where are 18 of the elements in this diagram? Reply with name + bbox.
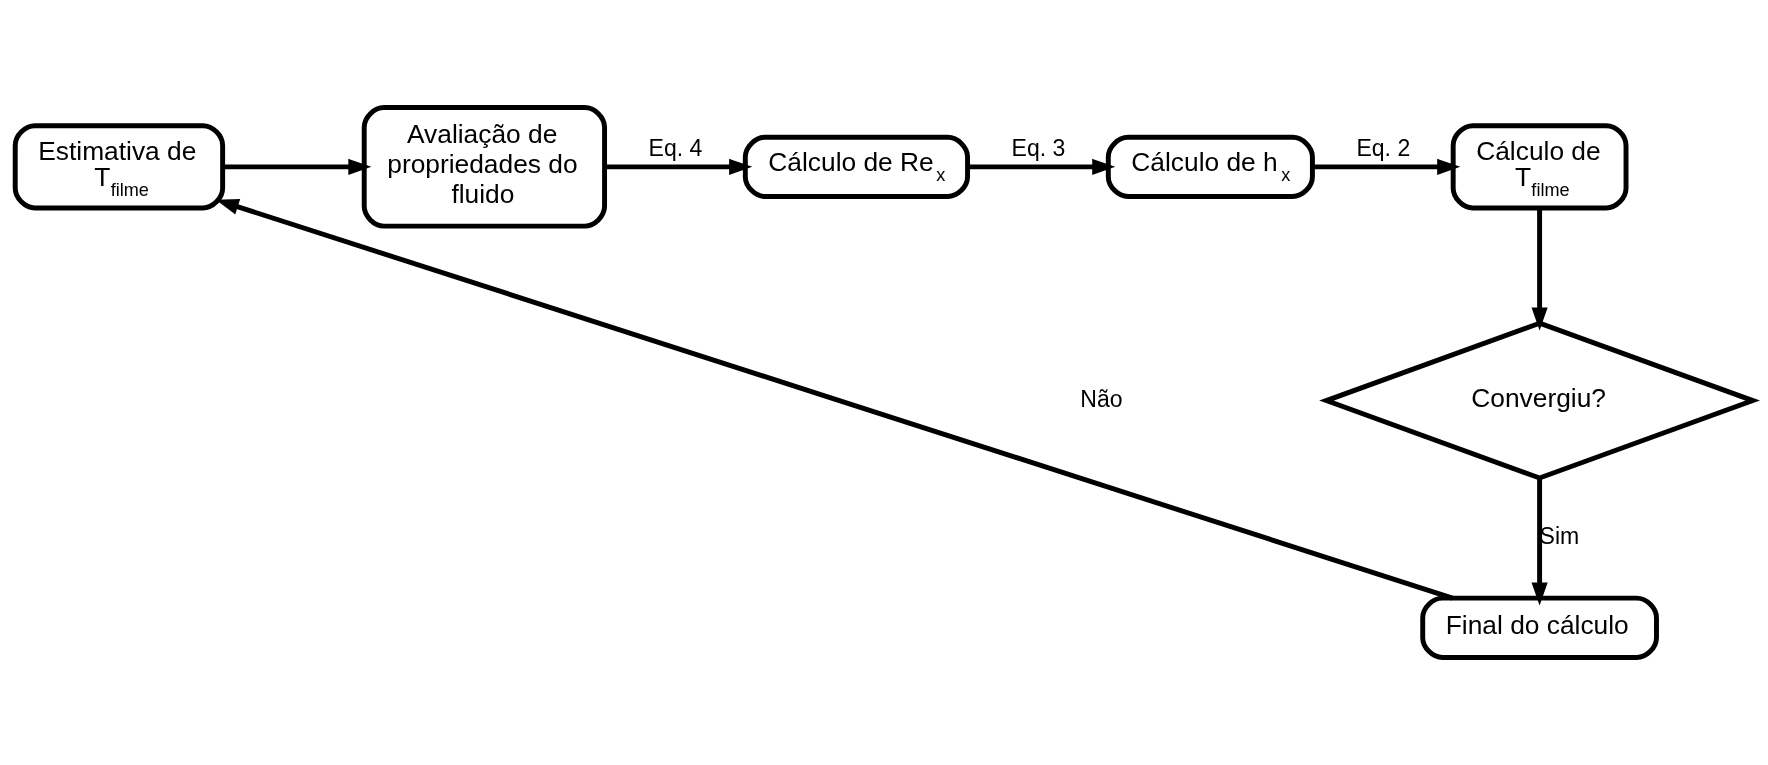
arrow	[967, 158, 1116, 175]
arrow	[1531, 208, 1548, 331]
arrow	[1531, 478, 1548, 606]
node-box: Cálculo de h$_{x}$	[1105, 134, 1315, 199]
node-box: Cálculo de T$_{filme}$	[1450, 123, 1629, 211]
node-box: Avaliação de propriedades do fluido	[361, 105, 608, 229]
arrow	[222, 158, 372, 175]
node-box: Estimativa de T$_{filme}$	[12, 123, 226, 211]
node-diamond: Convergiu?	[1319, 320, 1760, 481]
arrow	[1312, 158, 1461, 175]
edge-label: Eq. 2	[1356, 134, 1411, 161]
edge-label: Sim	[1539, 523, 1580, 550]
edge-label: Eq. 3	[1011, 134, 1066, 161]
node-box: Final do cálculo	[1420, 595, 1659, 660]
arrow	[604, 158, 753, 175]
edge-label: Eq. 4	[648, 134, 703, 161]
edge-label: Não	[1080, 385, 1123, 412]
node-box: Cálculo de Re$_{x}$	[742, 134, 970, 199]
